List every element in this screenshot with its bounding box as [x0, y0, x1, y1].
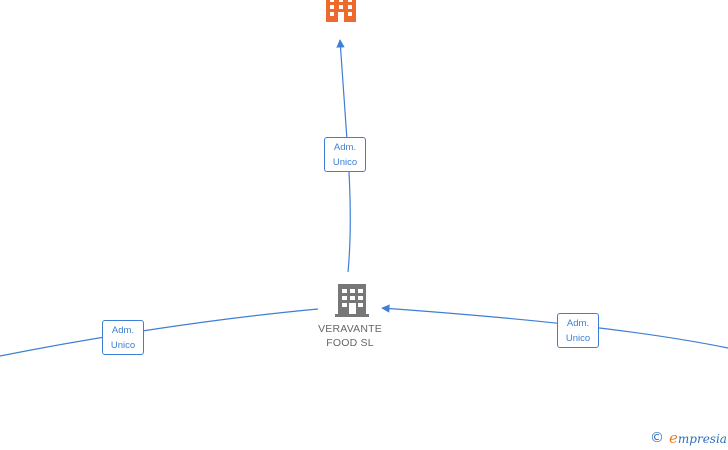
copyright-icon: ©: [650, 430, 664, 446]
edge-label-line2: Unico: [110, 340, 136, 351]
edge-label-line2: Unico: [332, 157, 358, 168]
edge-label-left: Adm. Unico: [102, 320, 144, 355]
edge-label-top: Adm. Unico: [324, 137, 366, 172]
brand-logo: empresia: [669, 429, 727, 447]
edge-label-line1: Adm.: [566, 318, 590, 329]
edge-right-to-center: [381, 304, 728, 349]
edge-label-line2: Unico: [565, 333, 591, 344]
center-node-building-icon[interactable]: [335, 284, 369, 317]
center-node-label[interactable]: VERAVANTE FOOD SL: [318, 323, 382, 349]
edge-label-line1: Adm.: [333, 142, 357, 153]
edge-label-line1: Adm.: [111, 325, 135, 336]
brand-logo-initial: e: [669, 429, 678, 447]
brand-logo-text: mpresia: [677, 432, 727, 446]
top-node-building-icon[interactable]: [326, 0, 356, 22]
edge-label-right: Adm. Unico: [557, 313, 599, 348]
brand-watermark: © empresia: [650, 429, 727, 447]
edge-left-to-center: [0, 308, 319, 357]
